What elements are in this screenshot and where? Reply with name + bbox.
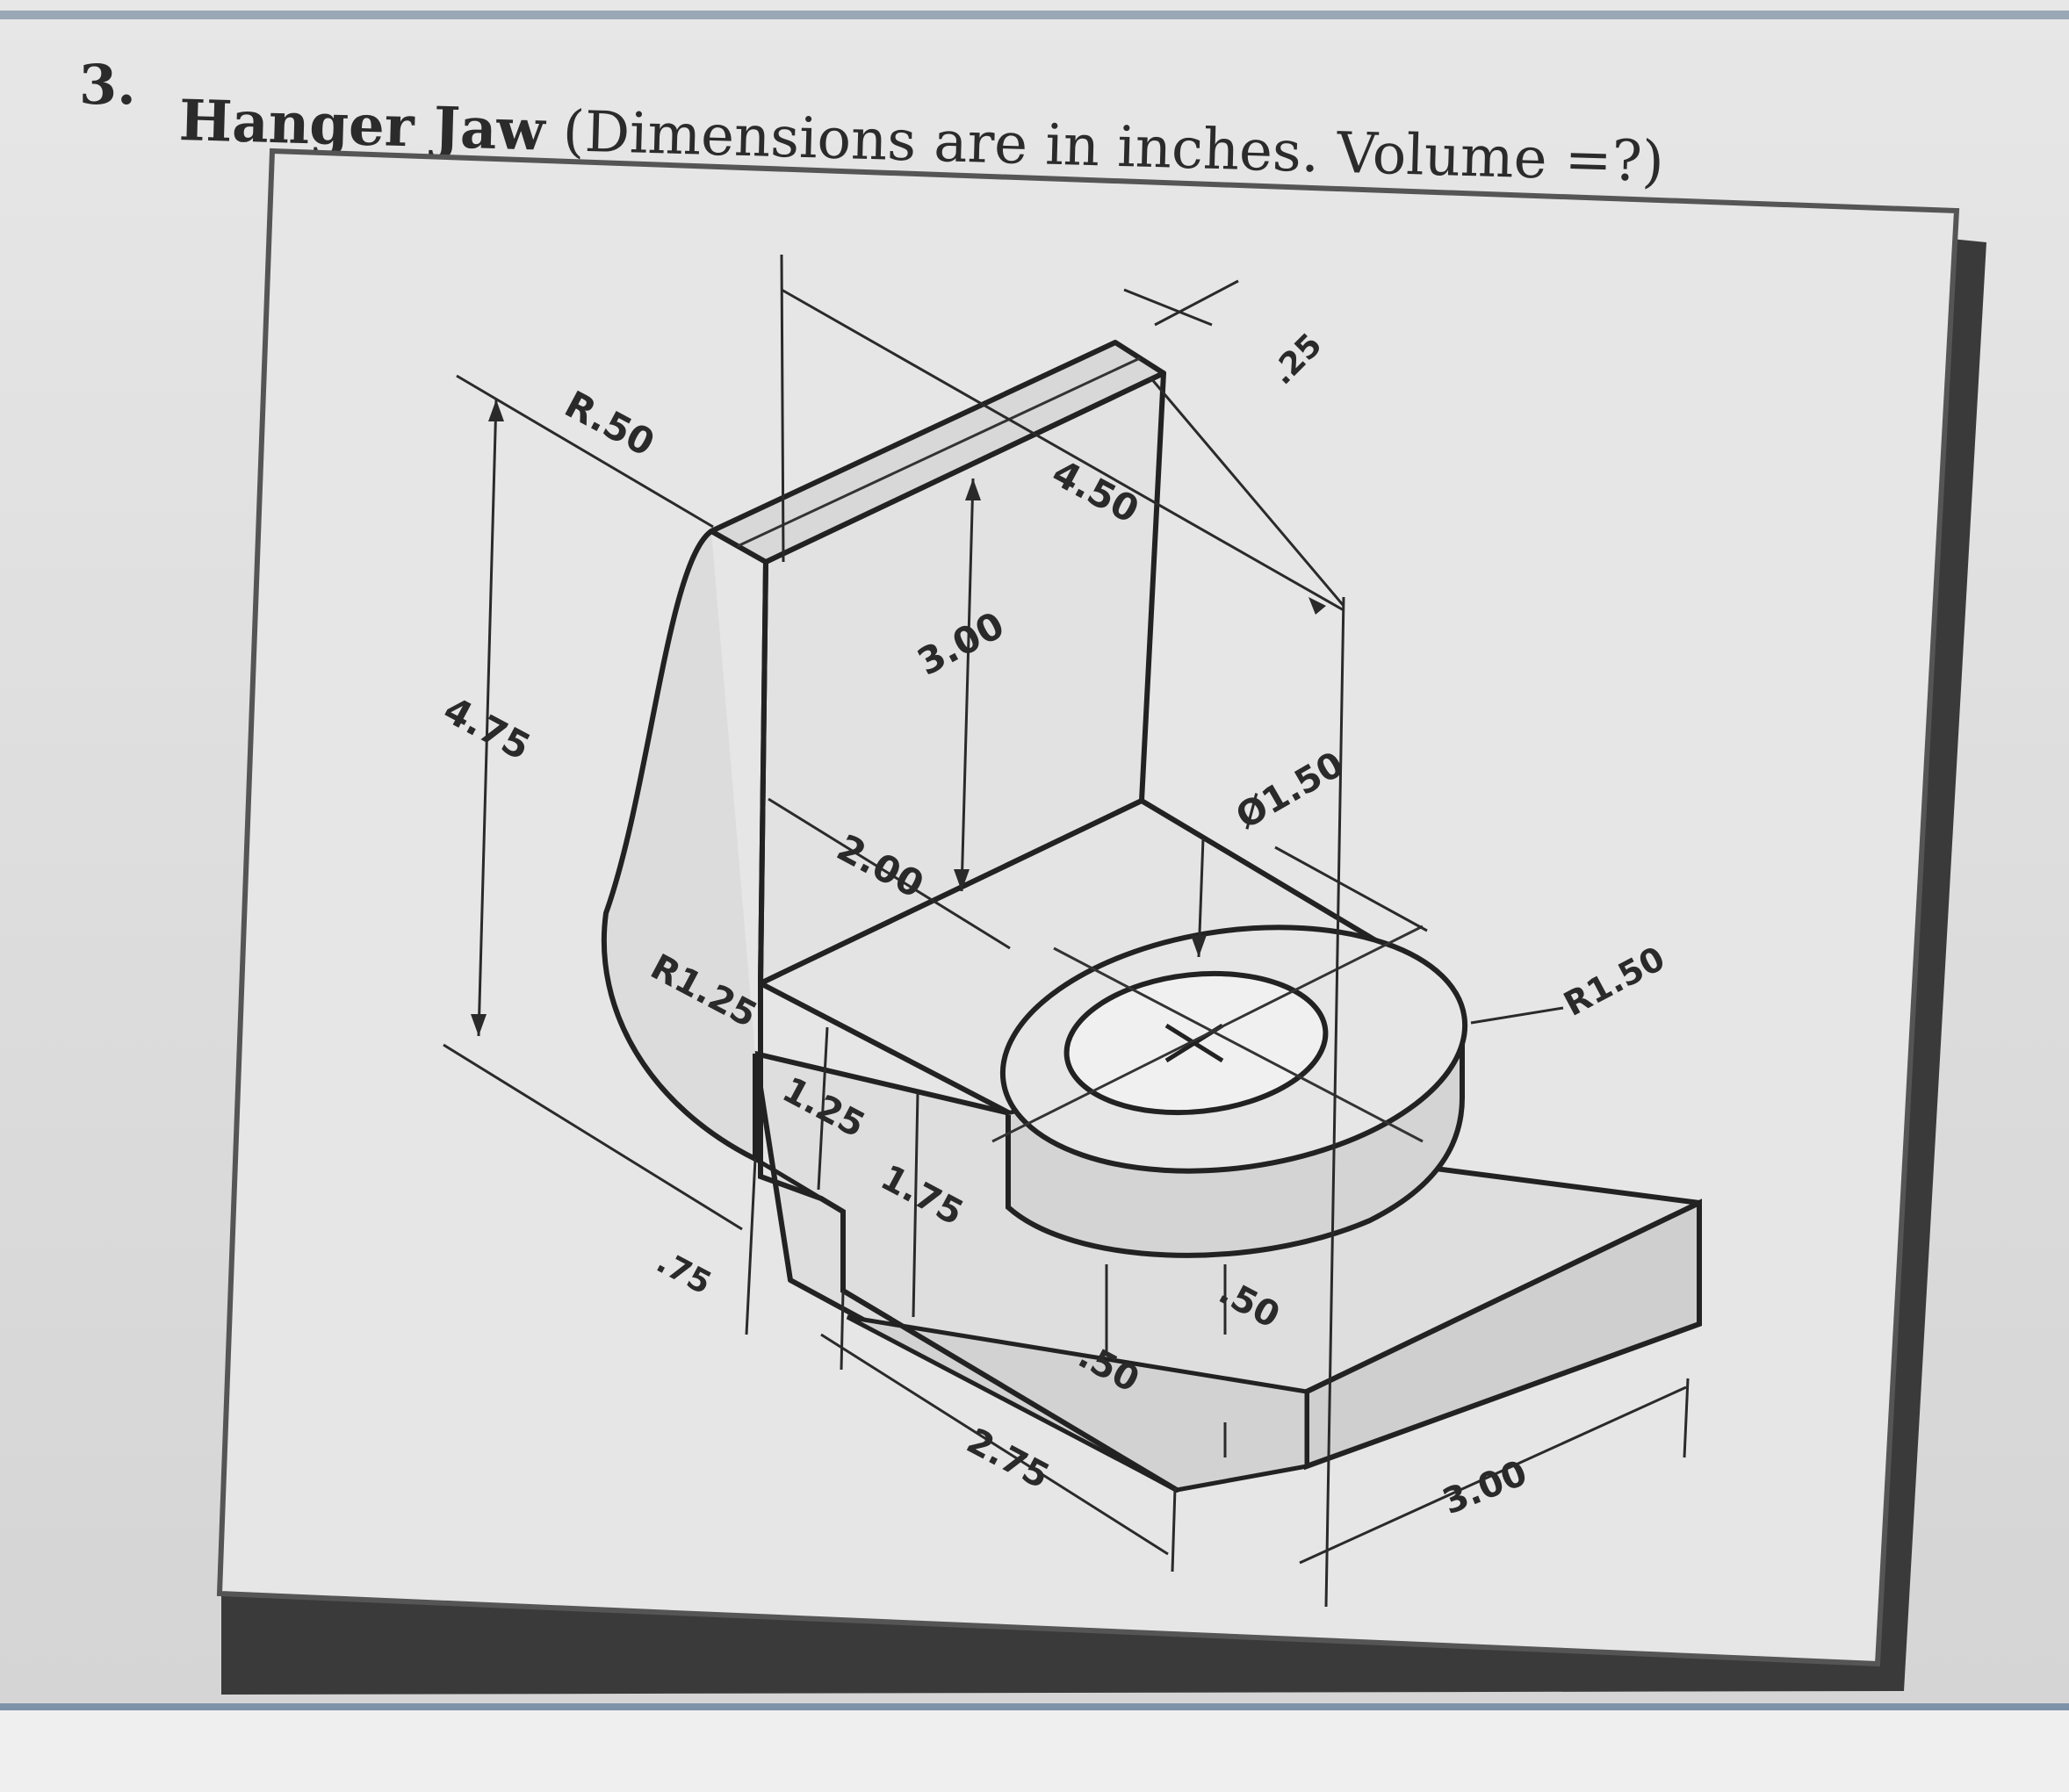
top-rule — [0, 11, 2069, 19]
side-vertical-edge — [758, 561, 768, 984]
side-profile — [601, 529, 758, 1162]
bottom-band — [0, 1710, 2069, 1792]
dimension-lines — [443, 254, 1690, 1608]
problem-number: 3. — [79, 53, 136, 117]
step-line — [753, 1156, 845, 1214]
center-lines — [991, 925, 1424, 1143]
upright-top-line — [737, 356, 1141, 548]
bottom-rule — [0, 1703, 2069, 1710]
dimension-arrows — [471, 399, 1326, 1036]
